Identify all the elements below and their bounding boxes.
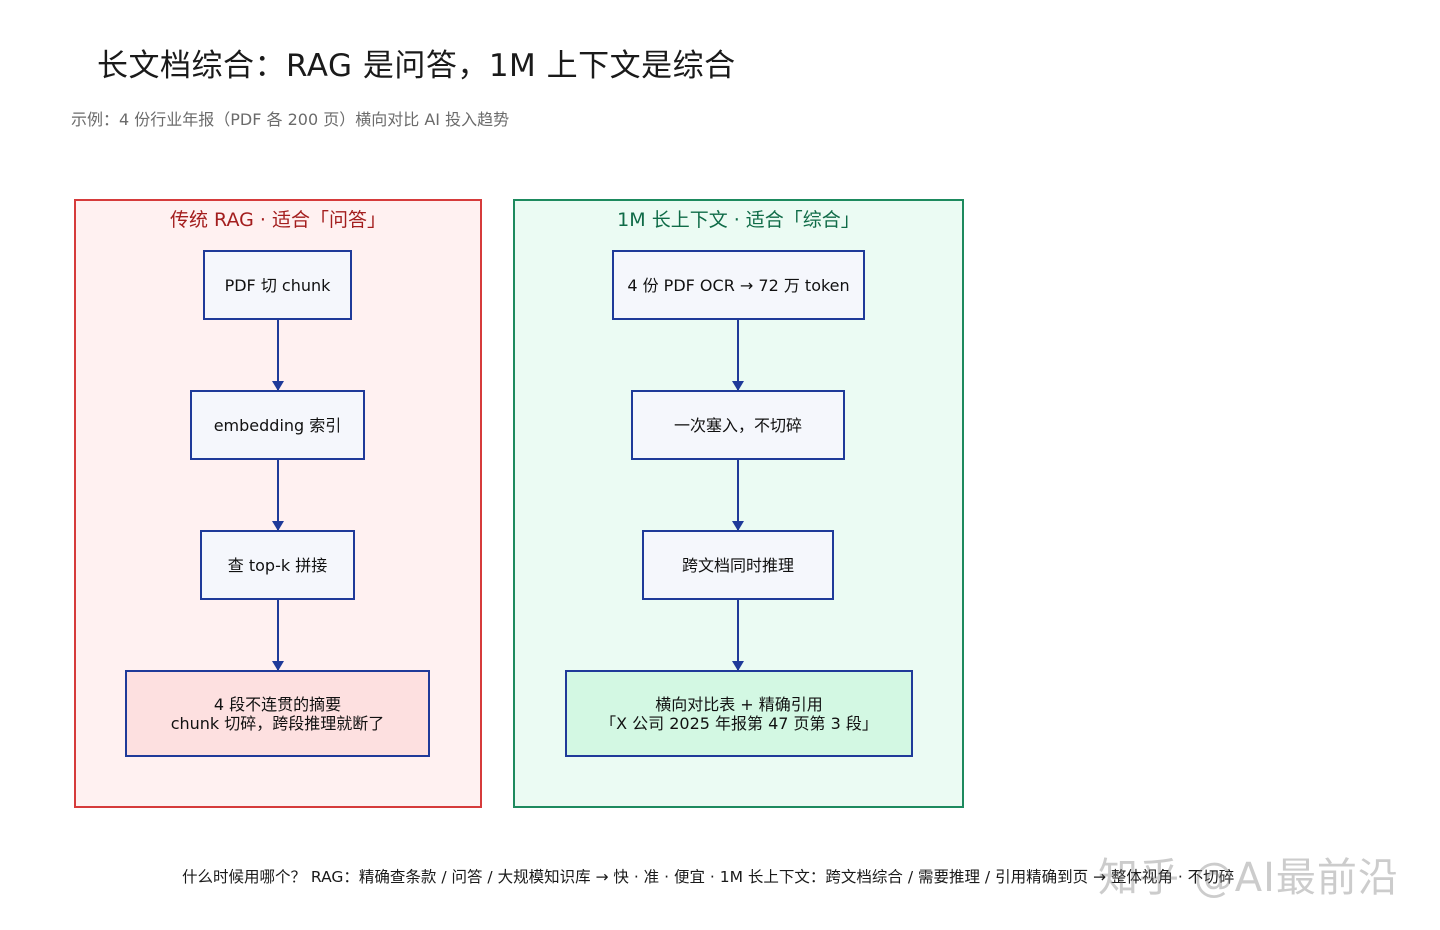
long-arrow-2 xyxy=(732,460,744,531)
footer-note: 什么时候用哪个？ RAG：精确查条款 / 问答 / 大规模知识库 → 快 · 准… xyxy=(182,868,1235,886)
rag-step-embedding: embedding 索引 xyxy=(190,390,365,460)
rag-step-chunk: PDF 切 chunk xyxy=(203,250,352,320)
rag-arrow-2 xyxy=(272,460,284,531)
long-step-ocr: 4 份 PDF OCR → 72 万 token xyxy=(612,250,865,320)
rag-step-topk: 查 top-k 拼接 xyxy=(200,530,355,600)
rag-result-line1: 4 段不连贯的摘要 xyxy=(213,694,342,714)
rag-result: 4 段不连贯的摘要 chunk 切碎，跨段推理就断了 xyxy=(125,670,430,757)
rag-result-line2: chunk 切碎，跨段推理就断了 xyxy=(170,713,385,733)
long-result-line1: 横向对比表 + 精确引用 xyxy=(655,694,823,714)
rag-arrow-1 xyxy=(272,320,284,391)
long-step-reason: 跨文档同时推理 xyxy=(642,530,834,600)
long-step-load: 一次塞入，不切碎 xyxy=(631,390,845,460)
long-result-line2: 「X 公司 2025 年报第 47 页第 3 段」 xyxy=(600,713,878,733)
page-title: 长文档综合：RAG 是问答，1M 上下文是综合 xyxy=(97,48,736,84)
rag-panel-title: 传统 RAG · 适合「问答」 xyxy=(170,209,386,231)
long-result: 横向对比表 + 精确引用 「X 公司 2025 年报第 47 页第 3 段」 xyxy=(565,670,913,757)
page-subtitle: 示例：4 份行业年报（PDF 各 200 页）横向对比 AI 投入趋势 xyxy=(71,110,510,129)
long-arrow-3 xyxy=(732,600,744,671)
rag-arrow-3 xyxy=(272,600,284,671)
long-context-panel-title: 1M 长上下文 · 适合「综合」 xyxy=(617,209,860,231)
long-arrow-1 xyxy=(732,320,744,391)
